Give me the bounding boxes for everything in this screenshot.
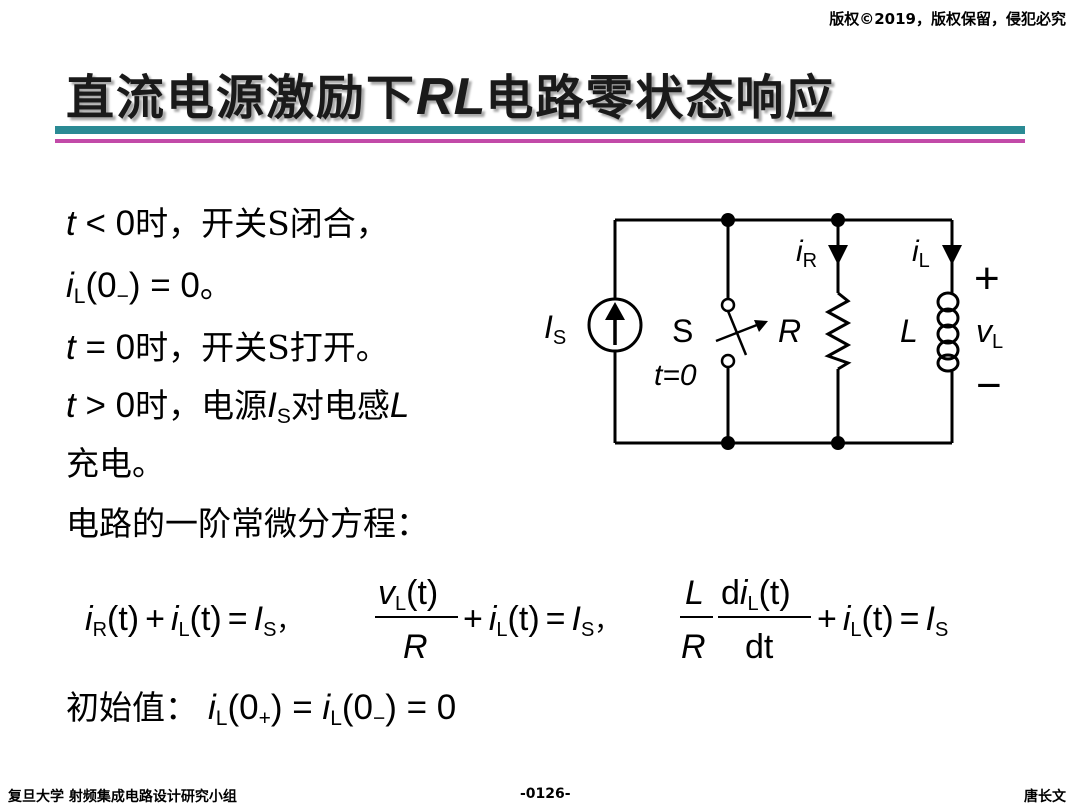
svg-text:+iL(t)=IS，: +iL(t)=IS， [463, 600, 620, 641]
ode-equations: iR(t)+iL(t)=IS， vL(t) R +iL(t)=IS， L R d… [85, 574, 948, 666]
is-label: IS [544, 309, 566, 349]
title-suffix: 电路零状态响应 [485, 70, 836, 126]
line-t-less-zero: t < 0时，开关S闭合， [66, 204, 389, 243]
switch-time-label: t=0 [654, 359, 697, 392]
svg-text:vL(t): vL(t) [378, 574, 438, 615]
title-rl: RL [416, 68, 486, 126]
copyright-notice: 版权©2019，版权保留，侵犯必究 [829, 10, 1066, 28]
il-label: iL [912, 235, 930, 272]
circuit-nodes [721, 213, 845, 450]
svg-text:diL(t): diL(t) [721, 574, 791, 615]
switch-symbol [715, 297, 768, 369]
equation-differential-form: L R diL(t) dt +iL(t)=IS [680, 574, 948, 666]
minus-sign: − [976, 361, 1002, 410]
ir-arrow-icon [828, 245, 848, 265]
switch-label: S [672, 313, 693, 349]
resistor-symbol [824, 291, 852, 371]
equation-kcl: iR(t)+iL(t)=IS， [85, 600, 302, 641]
r-label: R [778, 313, 801, 349]
rl-circuit-diagram: IS S t=0 R L iR iL vL + − [544, 213, 1003, 450]
ir-label: iR [796, 235, 817, 272]
equation-voltage-form: vL(t) R +iL(t)=IS， [375, 574, 620, 666]
plus-sign: + [974, 254, 1000, 303]
svg-text:R: R [403, 628, 428, 666]
footer-affiliation: 复旦大学 射频集成电路设计研究小组 [8, 789, 237, 805]
inductor-symbol [936, 291, 960, 373]
title-underline-teal [55, 126, 1025, 134]
svg-text:+iL(t)=IS: +iL(t)=IS [817, 600, 948, 641]
slide-title: 直流电源激励下RL电路零状态响应 [66, 58, 835, 128]
line-t-equal-zero: t = 0时，开关S打开。 [66, 328, 389, 367]
svg-text:L: L [685, 574, 704, 612]
title-prefix: 直流电源激励下 [66, 70, 417, 126]
footer-page-number: -0126- [520, 786, 571, 802]
title-underline-magenta [55, 139, 1025, 143]
l-label: L [900, 313, 918, 349]
line-t-greater-zero: t > 0时，电源IS对电感L [66, 386, 410, 428]
svg-text:dt: dt [745, 628, 774, 666]
line-charging: 充电。 [66, 444, 165, 483]
svg-text:R: R [681, 628, 706, 666]
line-il-zero-minus: iL(0−) = 0。 [66, 266, 233, 308]
line-initial-value: 初始值：iL(0+) = iL(0−) = 0 [66, 688, 457, 730]
il-arrow-icon [942, 245, 962, 265]
vl-label: vL [976, 313, 1003, 353]
current-source-symbol [587, 297, 643, 353]
line-ode-heading: 电路的一阶常微分方程： [66, 504, 429, 543]
footer-author: 唐长文 [1024, 789, 1066, 805]
